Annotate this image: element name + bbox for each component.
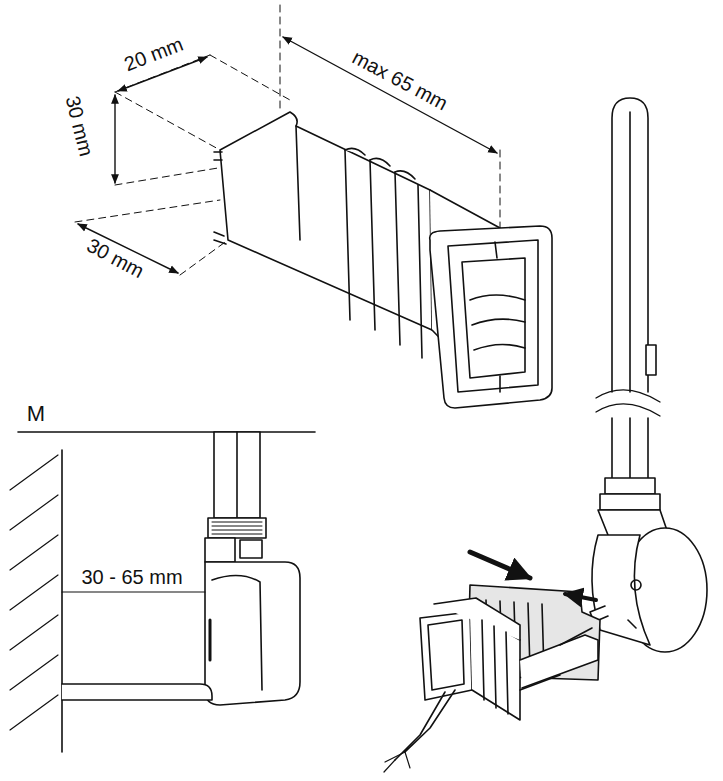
dimension-label: 30 mm	[61, 92, 98, 161]
reference-letter: M	[25, 402, 47, 426]
cover-halves	[384, 585, 600, 772]
cable-cover	[214, 112, 552, 408]
insert-arrows	[470, 552, 596, 600]
dimension-label: max 65 mm	[347, 45, 453, 115]
dimension-label: 30 - 65 mm	[79, 566, 184, 588]
mounting-view	[10, 432, 315, 752]
heating-element	[590, 98, 707, 652]
dimension-label: 30 mm	[82, 233, 150, 283]
dimension-label: 20 mm	[120, 32, 189, 76]
